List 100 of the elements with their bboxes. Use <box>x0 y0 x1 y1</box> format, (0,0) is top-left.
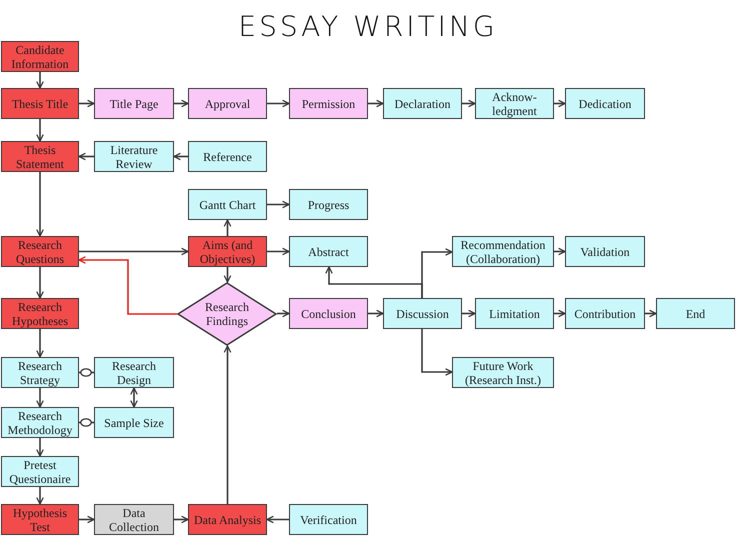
arrow <box>174 516 189 524</box>
process-box <box>452 357 554 388</box>
box-label: Hypothesis Test <box>12 506 68 534</box>
box-label: Progress <box>306 198 350 212</box>
box-label: Title Page <box>108 96 160 110</box>
box-label: Limitation <box>488 306 541 320</box>
process-box <box>289 298 368 329</box>
box-label: Recommendation (Collaboration) <box>460 238 546 266</box>
decision-diamond <box>177 282 277 346</box>
box-label: Contribution <box>573 306 637 320</box>
box-label: Research Findings <box>204 300 250 328</box>
process-box <box>289 504 368 535</box>
process-box <box>475 88 554 119</box>
arrow <box>36 329 44 358</box>
box-label: Acknow- ledgment <box>491 90 538 118</box>
box-label: Thesis Title <box>10 96 70 110</box>
arrow <box>36 388 44 408</box>
process-box <box>94 141 174 172</box>
process-box <box>1 41 79 72</box>
arrow <box>462 310 476 318</box>
process-box <box>94 504 174 535</box>
arrow <box>78 152 94 160</box>
process-box <box>1 357 79 388</box>
arrow <box>79 248 189 256</box>
arrow <box>277 310 290 318</box>
box-label: Research Design <box>111 358 157 386</box>
process-box <box>656 298 735 329</box>
diagram-title: ESSAY WRITING <box>238 10 498 43</box>
process-box <box>94 357 174 388</box>
process-box <box>1 504 79 535</box>
box-label: Data Analysis <box>193 512 262 526</box>
box-label: Conclusion <box>300 306 357 320</box>
process-box <box>1 456 79 487</box>
arrow <box>368 310 384 318</box>
arrow <box>174 100 189 108</box>
process-box <box>289 88 368 119</box>
process-box <box>475 298 554 329</box>
arrow <box>36 438 44 457</box>
arrow <box>554 310 566 318</box>
box-label: Future Work (Research Inst.) <box>464 358 542 386</box>
arrow <box>79 100 95 108</box>
process-box <box>94 88 174 119</box>
process-box <box>188 236 267 267</box>
box-label: Aims (and Objectives) <box>198 238 256 266</box>
arrow <box>554 100 566 108</box>
arrow <box>130 387 138 408</box>
arrow <box>36 119 44 142</box>
box-label: Research Strategy <box>17 358 63 386</box>
box-label: Pretest Questionaire <box>8 458 72 486</box>
process-box <box>565 236 645 267</box>
process-box <box>188 189 267 220</box>
arrow <box>368 100 384 108</box>
process-box <box>452 236 554 267</box>
arrow <box>224 219 232 236</box>
process-box <box>383 88 462 119</box>
arrow <box>554 248 566 256</box>
box-label: Approval <box>204 96 252 110</box>
process-box <box>565 88 645 119</box>
arrow <box>462 100 476 108</box>
box-label: Verification <box>299 512 358 526</box>
process-box <box>94 407 174 438</box>
box-label: Dedication <box>578 96 632 110</box>
box-label: Abstract <box>307 244 350 258</box>
process-box <box>289 189 368 220</box>
arrow <box>267 200 290 208</box>
box-label: Discussion <box>395 306 450 320</box>
box-label: Thesis Statement <box>15 142 65 170</box>
arrow <box>325 266 423 298</box>
box-label: Candidate Information <box>10 42 70 70</box>
arrow <box>267 100 290 108</box>
process-box <box>1 236 79 267</box>
process-box <box>1 141 79 172</box>
process-box <box>1 298 79 329</box>
arrow <box>173 152 188 160</box>
box-label: Validation <box>579 244 631 258</box>
process-box <box>188 504 267 535</box>
arrow <box>36 267 44 299</box>
process-box <box>188 141 267 172</box>
arrow <box>36 487 44 505</box>
box-label: End <box>684 306 706 320</box>
arrow <box>79 516 95 524</box>
process-box <box>188 88 267 119</box>
box-label: Sample Size <box>103 416 165 430</box>
box-label: Research Methodology <box>6 408 74 436</box>
arrow <box>36 172 44 237</box>
process-box <box>1 407 79 438</box>
box-label: Data Collection <box>108 506 160 534</box>
arrow <box>36 72 44 89</box>
process-box <box>383 298 462 329</box>
box-label: Permission <box>300 96 356 110</box>
process-box <box>565 298 645 329</box>
arrow <box>78 256 177 315</box>
box-label: Research Hypotheses <box>11 300 69 328</box>
arrow <box>224 345 232 504</box>
box-label: Research Questions <box>15 238 65 266</box>
arrow <box>645 310 657 318</box>
box-label: Literature Review <box>109 142 159 170</box>
box-label: Gantt Chart <box>198 198 257 212</box>
arrow <box>267 248 290 256</box>
arrow <box>421 329 453 376</box>
